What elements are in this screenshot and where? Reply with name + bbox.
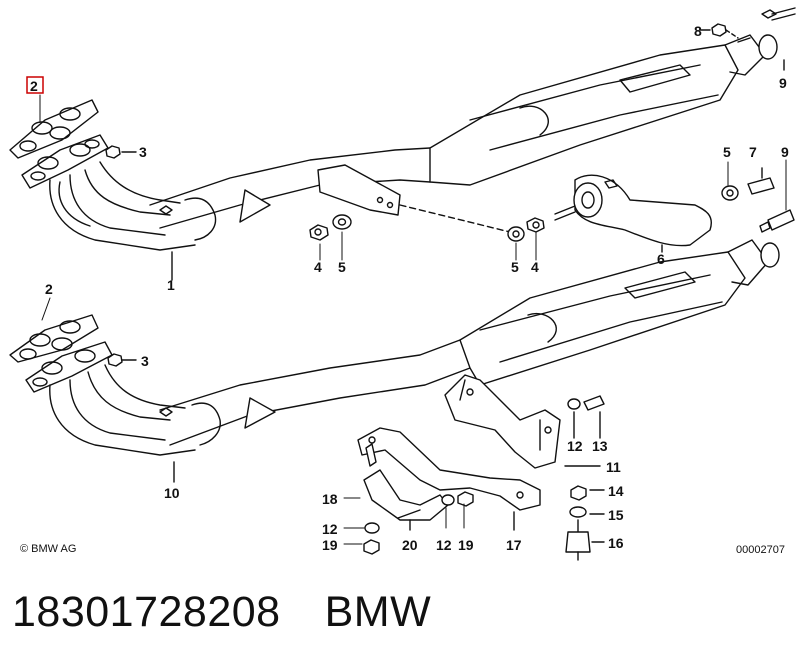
washer-12-mid (441, 494, 455, 506)
callout-2-bottom[interactable]: 2 (45, 281, 53, 297)
washer-5-top-right (721, 185, 739, 201)
nut-4-right (526, 217, 545, 233)
bracket-11 (444, 374, 601, 469)
washer-5-right (507, 226, 525, 242)
callout-9-top[interactable]: 9 (779, 75, 787, 91)
callout-10[interactable]: 10 (164, 485, 180, 501)
callout-13[interactable]: 13 (592, 438, 608, 454)
bolt-18 (365, 443, 377, 467)
callout-7[interactable]: 7 (749, 144, 757, 160)
callout-9-mid[interactable]: 9 (781, 144, 789, 160)
nut-14 (570, 485, 605, 501)
nut-19-bottom (363, 539, 380, 555)
part-number: 18301728208 (12, 588, 281, 636)
washer-12-bottom (364, 522, 380, 534)
callout-19-a[interactable]: 19 (322, 537, 338, 553)
downpipe-top (49, 161, 196, 251)
front-pipe-bottom (159, 339, 471, 483)
callout-3-bottom[interactable]: 3 (141, 353, 149, 369)
diagram-id: 00002707 (736, 544, 785, 556)
callout-12-c[interactable]: 12 (436, 537, 452, 553)
hanger-6 (554, 174, 712, 253)
nut-19-mid (457, 491, 474, 507)
washer-12-top (567, 398, 581, 439)
gasket-bottom (9, 314, 99, 363)
callout-16[interactable]: 16 (608, 535, 624, 551)
callout-17[interactable]: 17 (506, 537, 522, 553)
brand-name: BMW (324, 588, 432, 636)
callout-2-top[interactable]: 2 (30, 78, 38, 94)
bolt-9-top (761, 7, 796, 71)
callout-12-b[interactable]: 12 (322, 521, 338, 537)
callout-11[interactable]: 11 (606, 459, 621, 475)
selected-callout-box (26, 76, 44, 94)
bracket-17 (357, 427, 541, 531)
gasket-top (9, 99, 99, 159)
copyright-text: © BMW AG (20, 543, 76, 555)
callout-3-top[interactable]: 3 (139, 144, 147, 160)
callout-18[interactable]: 18 (322, 491, 338, 507)
nut-top (105, 145, 137, 159)
downpipe-bottom (49, 364, 196, 456)
callout-5-top-right[interactable]: 5 (723, 144, 731, 160)
front-pipe-top (149, 147, 431, 281)
pipe-bracket-top (317, 164, 511, 233)
manifold-flange-top (21, 134, 109, 189)
callout-19-b[interactable]: 19 (458, 537, 474, 553)
callout-12-a[interactable]: 12 (567, 438, 583, 454)
callout-4-left[interactable]: 4 (314, 259, 322, 275)
bolt-13 (583, 395, 605, 439)
callout-14[interactable]: 14 (608, 483, 624, 499)
bolt-9-mid (759, 209, 795, 233)
callout-4-right[interactable]: 4 (531, 259, 539, 275)
callout-5-right[interactable]: 5 (511, 259, 519, 275)
catalytic-converter-bottom (459, 239, 780, 386)
bolt-7 (747, 167, 775, 195)
nut-4-left (309, 224, 329, 241)
callout-6[interactable]: 6 (657, 251, 665, 267)
callout-8[interactable]: 8 (694, 23, 702, 39)
rubber-mount-16 (565, 519, 605, 561)
callout-1[interactable]: 1 (167, 277, 175, 293)
nut-8 (699, 23, 739, 39)
washer-5-left (332, 214, 352, 230)
washer-15 (569, 506, 605, 518)
nut-bottom (107, 353, 137, 367)
part-number-footer: 18301728208 BMW (12, 588, 431, 637)
callout-15[interactable]: 15 (608, 507, 624, 523)
callout-5-left[interactable]: 5 (338, 259, 346, 275)
callout-20[interactable]: 20 (402, 537, 418, 553)
catalytic-converter-top (429, 34, 778, 186)
